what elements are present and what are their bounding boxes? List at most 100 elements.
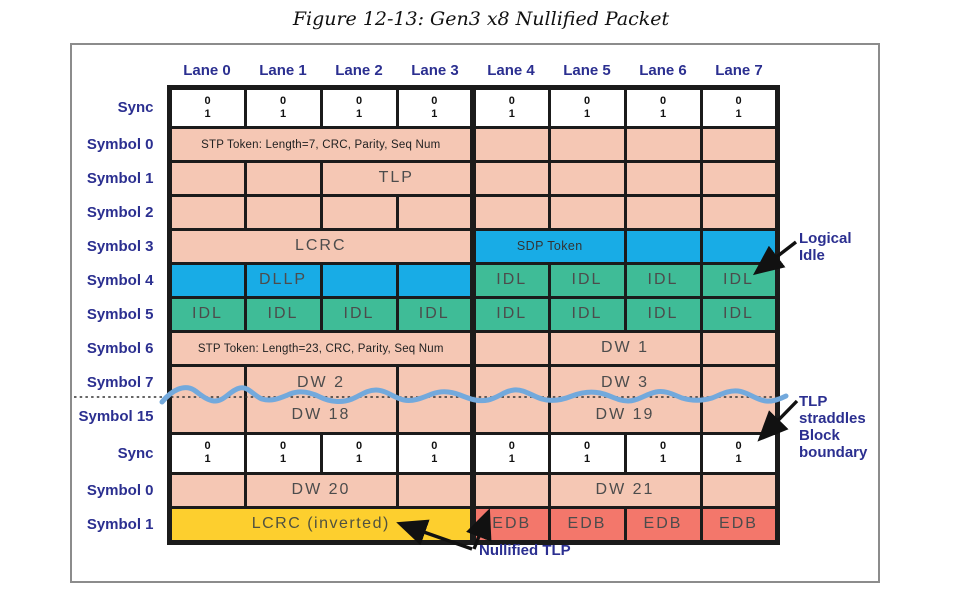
sync-bit: 1 — [204, 107, 211, 120]
grid-cell: LCRC (inverted) — [166, 505, 476, 545]
table-corner — [77, 57, 169, 87]
grid-cell — [699, 363, 780, 399]
grid-cell: STP Token: Length=7, CRC, Parity, Seq Nu… — [166, 125, 476, 163]
grid-cell: LCRC — [166, 227, 476, 265]
cell-text: EDB — [719, 515, 758, 532]
grid-cell: IDL — [547, 295, 627, 333]
cell-text: IDL — [418, 305, 450, 322]
row-label: Symbol 0 — [77, 473, 169, 507]
grid-cell: IDL — [243, 295, 323, 333]
sync-bit: 1 — [659, 107, 667, 120]
sync-bit: 0 — [431, 94, 438, 107]
grid-cell: IDL — [470, 261, 551, 299]
grid-cell: EDB — [623, 505, 703, 545]
grid-cell — [166, 471, 247, 509]
grid-cell — [166, 193, 247, 231]
cell-text: DW 21 — [595, 481, 655, 498]
grid-cell: DW 20 — [243, 471, 399, 509]
sync-bit: 0 — [204, 94, 211, 107]
sync-bit: 0 — [508, 94, 515, 107]
cell-text: IDL — [496, 271, 528, 288]
tlp-straddles-annotation: TLP straddles Block boundary — [799, 393, 868, 461]
figure-title: Figure 12-13: Gen3 x8 Nullified Packet — [292, 8, 670, 30]
grid-cell — [623, 193, 703, 231]
grid-cell: STP Token: Length=23, CRC, Parity, Seq N… — [166, 329, 476, 367]
sync-bit: 1 — [355, 453, 363, 465]
sync-bit: 1 — [355, 107, 363, 120]
row-label: Symbol 1 — [77, 161, 169, 195]
grid-cell: DW 19 — [547, 399, 703, 435]
sync-bit: 1 — [279, 453, 287, 465]
cell-text: EDB — [492, 515, 532, 532]
row-label: Symbol 15 — [77, 399, 169, 433]
grid-cell — [699, 471, 780, 509]
grid-cell — [395, 261, 476, 299]
grid-cell: DW 2 — [243, 363, 399, 399]
sync-bit: 1 — [735, 107, 742, 120]
cell-text: IDL — [571, 271, 603, 288]
sync-bit: 0 — [583, 440, 591, 452]
grid-cell — [699, 227, 780, 265]
grid-cell: IDL — [623, 261, 703, 299]
grid-cell: EDB — [699, 505, 780, 545]
row-label: Symbol 4 — [77, 263, 169, 297]
cell-text: LCRC (inverted) — [251, 515, 390, 532]
cell-text: IDL — [723, 305, 754, 322]
grid-cell — [395, 399, 476, 435]
lane-header-4: Lane 4 — [487, 62, 535, 80]
sync-bit: 0 — [204, 440, 211, 452]
grid-cell — [319, 261, 399, 299]
sync-bit: 1 — [431, 107, 438, 120]
cell-text: IDL — [343, 305, 375, 322]
cell-text: IDL — [647, 271, 679, 288]
grid-cell — [699, 125, 780, 163]
sync-bit: 1 — [279, 107, 287, 120]
sync-bit: 1 — [508, 453, 515, 465]
lane-header-2: Lane 2 — [335, 62, 383, 80]
nullified-tlp-annotation: Nullified TLP — [479, 542, 571, 559]
grid-cell: IDL — [470, 295, 551, 333]
grid-cell: EDB — [547, 505, 627, 545]
grid-cell: DW 3 — [547, 363, 703, 399]
grid-cell — [166, 399, 247, 435]
sync-bit: 0 — [659, 94, 667, 107]
lane-header-6: Lane 6 — [639, 62, 687, 80]
cell-text: LCRC — [294, 237, 347, 254]
cell-text: EDB — [643, 515, 683, 532]
grid-cell: DW 21 — [547, 471, 703, 509]
grid-cell — [243, 159, 323, 197]
grid-cell — [395, 193, 476, 231]
grid-cell — [699, 159, 780, 197]
logical-idle-annotation: Logical Idle — [799, 230, 852, 264]
grid-cell: IDL — [699, 295, 780, 333]
grid-cell: IDL — [166, 295, 247, 333]
grid-cell — [699, 329, 780, 367]
row-label: Symbol 0 — [77, 127, 169, 161]
row-label: Symbol 6 — [77, 331, 169, 365]
sync-bit: 1 — [583, 107, 591, 120]
sync-bit: 1 — [583, 453, 591, 465]
grid-cell: IDL — [319, 295, 399, 333]
grid-cell — [166, 363, 247, 399]
grid-cell: SDP Token — [470, 227, 627, 265]
grid-cell — [470, 159, 551, 197]
cell-text: IDL — [267, 305, 299, 322]
sync-bit: 0 — [735, 94, 742, 107]
grid-cell — [623, 159, 703, 197]
sync-bit: 1 — [204, 453, 211, 465]
lane-header-5: Lane 5 — [563, 62, 611, 80]
grid-cell: IDL — [623, 295, 703, 333]
